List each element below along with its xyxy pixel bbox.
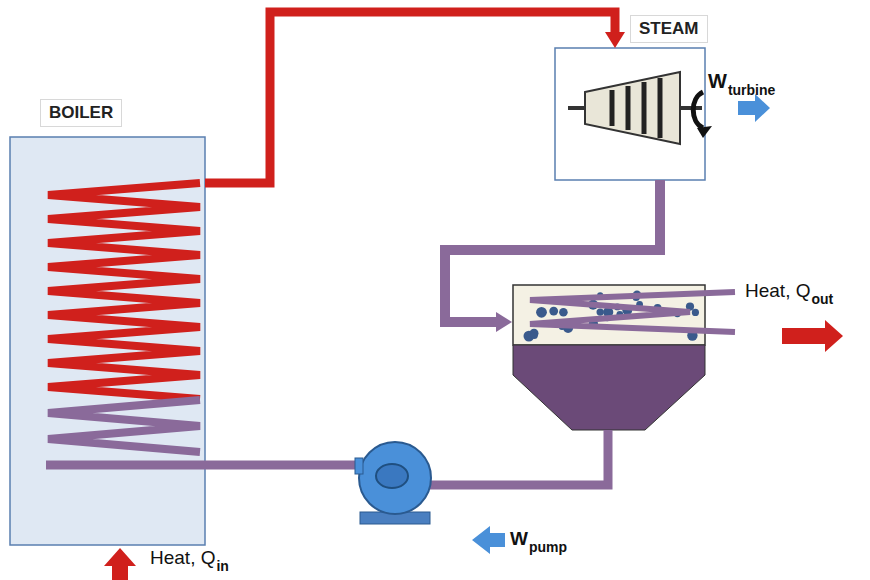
condensate-well (513, 345, 705, 430)
pipe-line (205, 12, 615, 183)
node-heading: BOILER (40, 99, 122, 127)
condensate-pipe (430, 430, 608, 485)
preheat-coil (48, 400, 200, 452)
steam-pipe (205, 12, 625, 183)
subscript-label: pump (529, 539, 567, 555)
quantity-label: W (708, 70, 727, 93)
boiler-box (10, 137, 205, 545)
boiler-node: BOILER (10, 137, 205, 545)
rotation-arrow (693, 92, 703, 128)
arrow-head (605, 32, 625, 48)
work-arrow (738, 94, 770, 122)
exhaust-head (496, 312, 512, 332)
subscript-label: turbine (728, 82, 775, 98)
turbine-box (555, 48, 705, 180)
turbine-casing (585, 72, 680, 144)
boiler-coil (48, 183, 200, 399)
subscript-label: out (811, 291, 833, 307)
heat-in-arrow (104, 548, 136, 580)
turbine-blades (612, 78, 660, 138)
quantity-label: Heat, Q (150, 547, 215, 569)
heat-out-arrow (782, 320, 843, 352)
feed-pipe (46, 461, 360, 470)
quantity-label: W (510, 528, 528, 550)
pump-inlet (355, 458, 363, 474)
pump-work-arrow (472, 526, 505, 554)
node-heading: STEAM (630, 15, 708, 43)
pump-casing (359, 442, 431, 514)
pump-impeller (376, 464, 408, 488)
turbine-node: STEAM (555, 48, 705, 180)
quantity-label: Heat, Q (745, 280, 810, 302)
cooling-coil (530, 292, 735, 332)
subscript-label: in (216, 558, 228, 574)
rotation-head (697, 126, 712, 138)
